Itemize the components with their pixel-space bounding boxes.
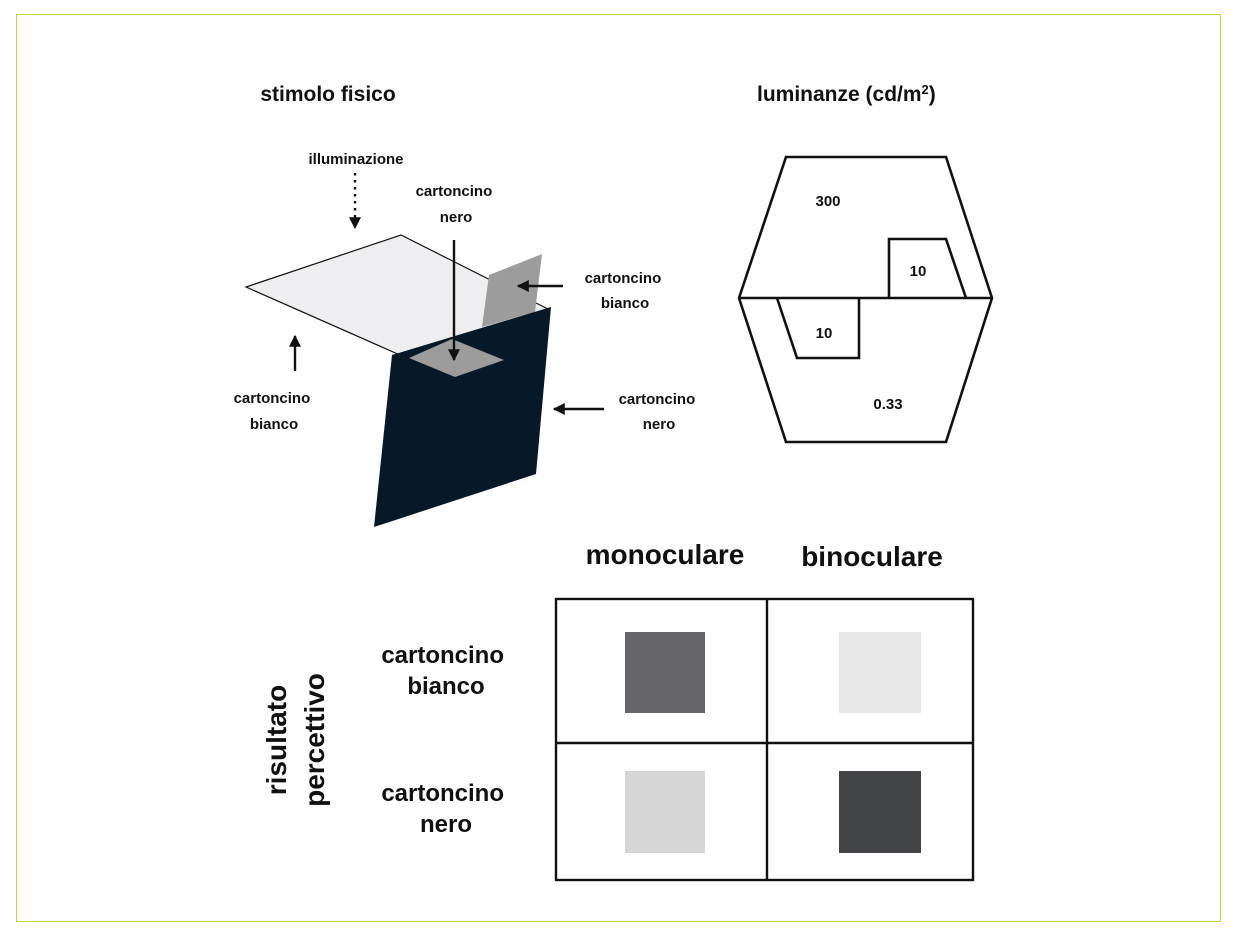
swatch-black-binocular (839, 771, 921, 853)
illumination-label: illuminazione (308, 151, 403, 168)
row-label-black-card: cartoncino nero (381, 780, 510, 838)
stimulus-section: stimolo fisico illuminazione cartoncino … (234, 83, 700, 527)
black-card-vertical (374, 307, 551, 527)
results-grid-border (554, 597, 975, 882)
stimulus-title: stimolo fisico (260, 83, 395, 106)
right-black-card-label: cartoncino nero (619, 391, 700, 433)
figure-frame (16, 14, 1221, 922)
swatch-black-monocular (625, 771, 705, 853)
results-section: monoculare binoculare risultato percetti… (261, 539, 975, 882)
swatch-white-binocular (839, 632, 921, 713)
luminance-title: luminanze (cd/m2) (757, 82, 936, 106)
row-label-white-card: cartoncino bianco (381, 642, 510, 700)
side-label-perceptual: percettivo (299, 673, 330, 807)
top-black-card-label: cartoncino nero (416, 183, 497, 226)
side-label-result: risultato (261, 685, 292, 795)
column-header-binocular: binoculare (801, 541, 943, 572)
swatch-white-monocular (625, 632, 705, 713)
right-white-card-label: cartoncino bianco (585, 270, 666, 312)
luminance-bottom-inset-value: 10 (816, 325, 833, 342)
luminance-bottom-value: 0.33 (873, 396, 902, 413)
bottom-inset-outline (775, 297, 861, 360)
left-white-card-label: cartoncino bianco (234, 390, 315, 433)
top-inset-outline (887, 237, 968, 299)
white-card-vertical (482, 254, 542, 327)
luminance-section: luminanze (cd/m2) 300 10 10 0.33 (737, 82, 994, 444)
luminance-top-value: 300 (815, 193, 840, 210)
luminance-top-inset-value: 10 (910, 263, 927, 280)
column-header-monocular: monoculare (586, 539, 745, 570)
